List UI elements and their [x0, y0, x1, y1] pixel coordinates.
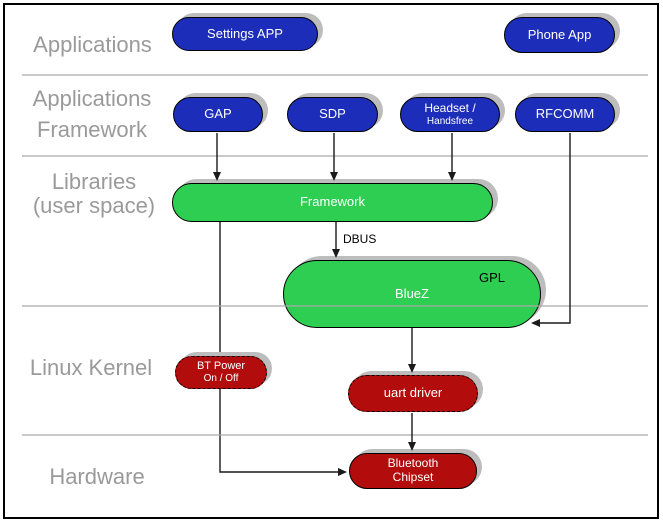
layer-label-hardware: Hardware — [49, 464, 145, 489]
node-phone-app: Phone App — [504, 17, 615, 53]
node-rfcomm: RFCOMM — [515, 97, 615, 132]
layer-label-applications-framework: Applications Framework — [32, 86, 152, 142]
dbus-annotation: DBUS — [343, 232, 377, 246]
node-bluetooth-chipset-line1: Bluetooth — [387, 456, 439, 471]
node-headset-line1: Headset / — [424, 100, 476, 115]
node-phone-app-label: Phone App — [527, 26, 592, 42]
node-bluez-label: BlueZ — [395, 285, 429, 301]
node-gap-label: GAP — [204, 106, 232, 122]
node-bt-power-on-off: BT Power On / Off — [175, 356, 267, 389]
node-uart-driver-label: uart driver — [383, 385, 443, 401]
node-headset-handsfree: Headset / Handsfree — [400, 97, 500, 132]
layer-label-applications: Applications — [33, 32, 152, 57]
layer-label-libraries-user-space: Libraries (user space) — [32, 169, 156, 218]
node-gap: GAP — [173, 97, 263, 132]
node-bluetooth-chipset: Bluetooth Chipset — [349, 453, 477, 489]
node-bt-power-line2: On / Off — [203, 373, 239, 385]
node-framework-label: Framework — [299, 194, 365, 210]
node-sdp-label: SDP — [319, 106, 346, 122]
node-rfcomm-label: RFCOMM — [535, 106, 595, 122]
node-bluetooth-chipset-line2: Chipset — [392, 470, 434, 484]
node-framework: Framework — [172, 183, 493, 222]
gpl-annotation: GPL — [479, 270, 506, 285]
node-bt-power-line1: BT Power — [196, 360, 246, 373]
node-sdp: SDP — [287, 97, 378, 132]
node-settings-app: Settings APP — [172, 17, 318, 51]
layer-label-linux-kernel: Linux Kernel — [29, 355, 153, 380]
node-headset-line2: Handsfree — [426, 115, 474, 127]
diagram-border — [3, 3, 659, 519]
node-settings-app-label: Settings APP — [207, 25, 283, 41]
node-uart-driver: uart driver — [348, 375, 478, 412]
